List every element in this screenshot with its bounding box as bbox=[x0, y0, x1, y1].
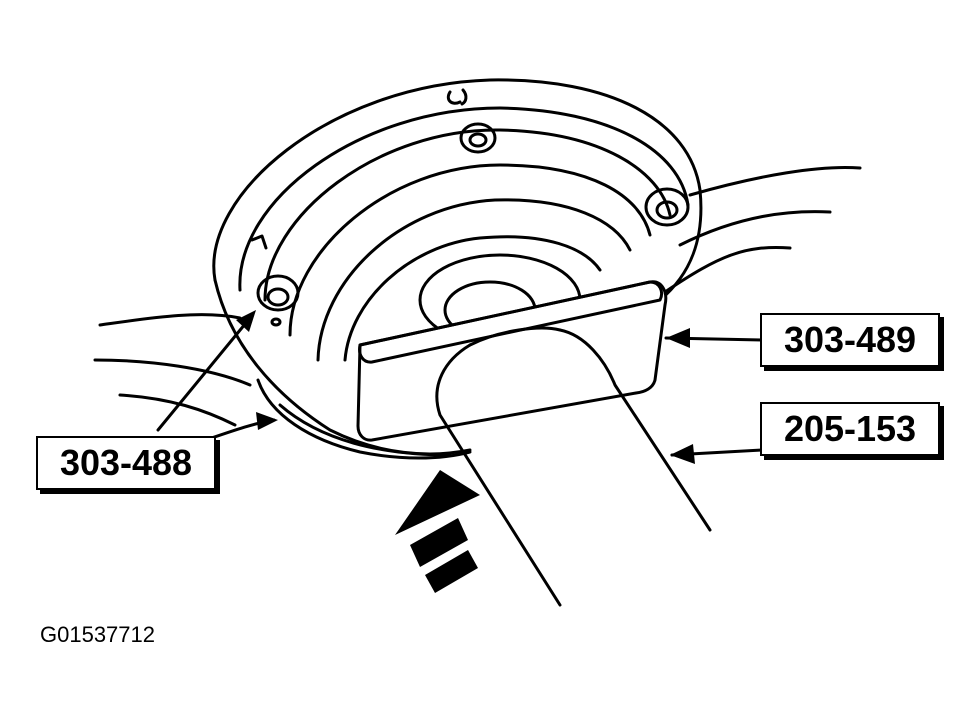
body-contour-right-upper bbox=[688, 166, 862, 197]
callout-303-488-label: 303-488 bbox=[59, 442, 193, 483]
inner-ring-3 bbox=[288, 163, 652, 337]
stud-left bbox=[256, 274, 300, 327]
arrowhead-205-153 bbox=[670, 444, 695, 464]
body-contour-left-upper bbox=[98, 313, 242, 327]
body-contour-left-low bbox=[118, 393, 237, 427]
leader-303-488-upper bbox=[156, 316, 252, 432]
inner-ring-5 bbox=[343, 235, 602, 362]
callout-303-488: 303-488 bbox=[36, 436, 216, 490]
callout-303-489: 303-489 bbox=[760, 313, 940, 367]
arrowhead-303-488-lower bbox=[256, 412, 278, 430]
installer-plate bbox=[356, 280, 668, 442]
handle-shaft bbox=[435, 328, 712, 607]
stud-top bbox=[459, 122, 497, 154]
handle-collar bbox=[468, 326, 562, 347]
figure-id: G01537712 bbox=[40, 622, 155, 647]
inner-ring-6 bbox=[256, 378, 472, 460]
inner-ring-1 bbox=[238, 106, 690, 292]
stud-right bbox=[644, 187, 690, 227]
body-contour-right-low bbox=[663, 246, 792, 294]
callout-205-153-label: 205-153 bbox=[783, 408, 917, 449]
inner-ring-2 bbox=[263, 128, 672, 302]
arrowhead-303-488-upper bbox=[236, 310, 256, 332]
inner-ring-7 bbox=[278, 403, 452, 457]
force-arrow-icon bbox=[395, 470, 480, 593]
body-contour-right-mid bbox=[678, 210, 832, 247]
body-contour-left-mid bbox=[93, 358, 252, 387]
arrowhead-303-489 bbox=[666, 328, 690, 348]
flange-notch-left bbox=[250, 234, 268, 250]
outer-flange bbox=[212, 78, 703, 302]
installer-plate-top-face bbox=[358, 280, 664, 364]
inner-ring-4 bbox=[316, 198, 632, 362]
flange-hole-top bbox=[446, 88, 468, 106]
callout-303-489-label: 303-489 bbox=[783, 319, 917, 360]
callout-205-153: 205-153 bbox=[760, 402, 940, 456]
